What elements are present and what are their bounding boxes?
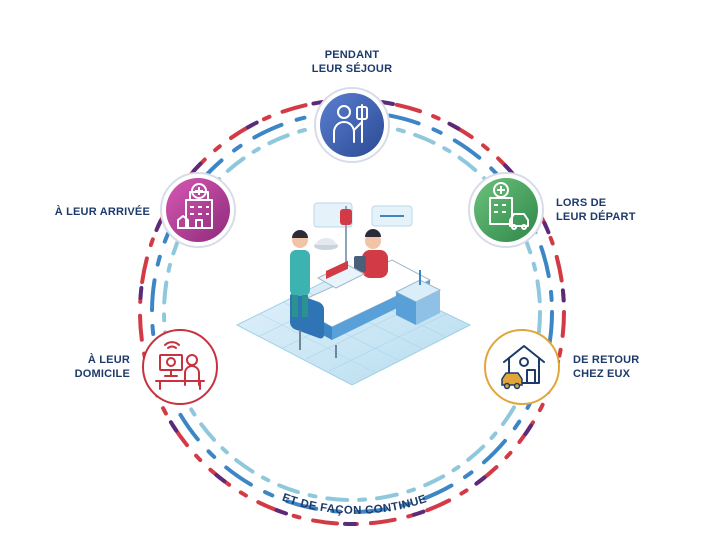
continuous-label-text: ET DE FAÇON CONTINUE [281,492,429,517]
label-back-home-line2: CHEZ EUX [573,368,631,380]
continuous-label: ET DE FAÇON CONTINUE [281,492,429,517]
stage-node-at-home [142,329,218,405]
stage-node-departure [468,172,544,248]
label-departure: LORS DE LEUR DÉPART [556,196,656,224]
doctor-iv-icon [333,104,368,143]
label-during-stay-line2: LEUR SÉJOUR [311,63,393,75]
label-back-home: DE RETOUR CHEZ EUX [573,353,673,381]
hospital-room-illustration [235,202,472,386]
label-at-home: À LEUR DOMICILE [50,353,130,381]
stage-node-during-stay [314,87,390,163]
label-departure-line1: LORS DE [556,197,607,209]
telehealth-desk-icon [155,341,205,390]
label-during-stay-line1: PENDANT [324,49,380,61]
label-during-stay: PENDANT LEUR SÉJOUR [302,48,402,76]
label-arrival-text: À LEUR ARRIVÉE [54,206,150,218]
ring-outer-b [138,98,566,526]
label-arrival: À LEUR ARRIVÉE [40,205,150,219]
hospital-building-icon [177,183,213,229]
stage-node-back-home [484,329,560,405]
label-back-home-line1: DE RETOUR [573,354,640,366]
stage-node-arrival [160,172,236,248]
label-at-home-line2: DOMICILE [74,368,130,380]
label-departure-line2: LEUR DÉPART [556,211,636,223]
house-car-icon [503,345,545,384]
label-at-home-line1: À LEUR [87,354,130,366]
ring-mid [150,110,554,514]
hospital-car-icon [489,182,529,230]
